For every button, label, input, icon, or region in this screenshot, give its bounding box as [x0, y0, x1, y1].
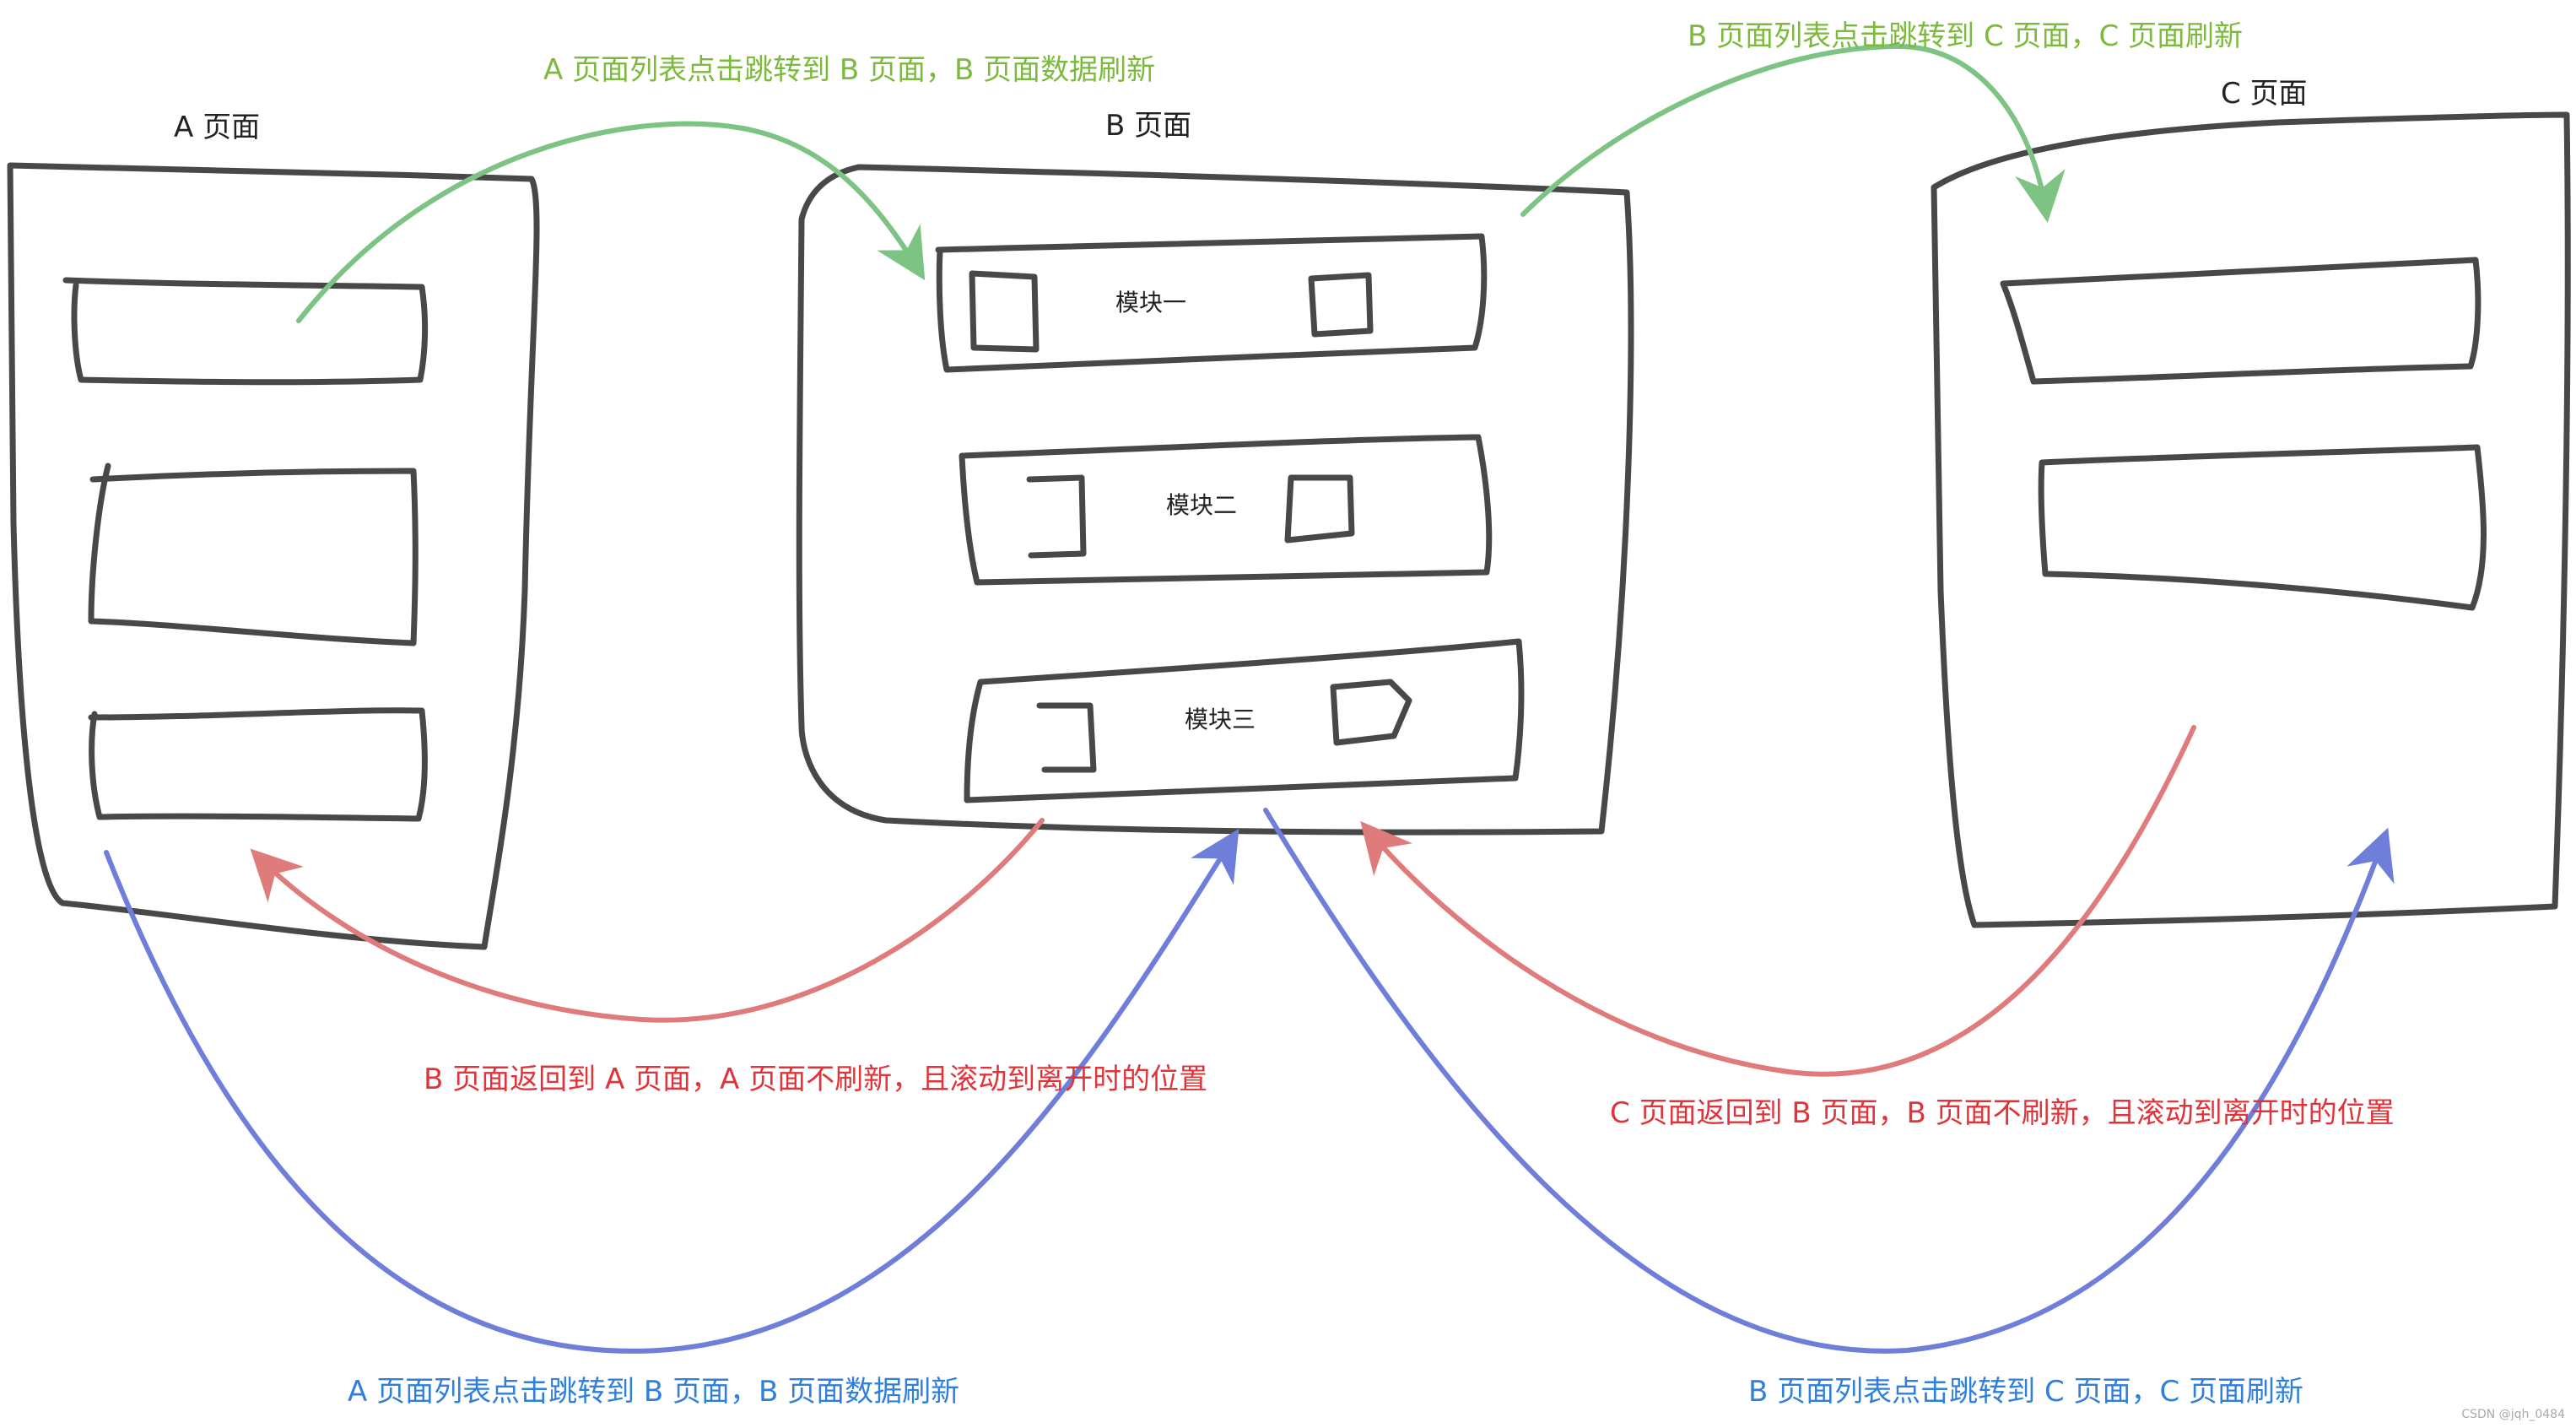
page-c — [1931, 111, 2571, 928]
arrows — [104, 43, 2395, 1354]
page-b-frame — [796, 164, 1634, 836]
labels: A 页面 B 页面 C 页面 模块一 模块二 模块三 A 页面列表点击跳转到 B… — [174, 19, 2565, 1421]
watermark: CSDN @jqh_0484 — [2461, 1408, 2565, 1421]
page-b-title: B 页面 — [1105, 109, 1191, 143]
annotation-b-back-a: B 页面返回到 A 页面，A 页面不刷新，且滚动到离开时的位置 — [424, 1063, 1207, 1096]
page-c-frame — [1931, 111, 2571, 928]
square-icon — [1308, 272, 1374, 338]
page-c-list-item-1 — [2000, 257, 2481, 385]
page-a-title: A 页面 — [174, 111, 260, 144]
green-arrow-a-to-b — [296, 121, 926, 323]
square-icon — [1330, 679, 1412, 746]
page-a-frame — [7, 162, 540, 950]
annotation-a-to-b-bottom: A 页面列表点击跳转到 B 页面，B 页面数据刷新 — [348, 1375, 959, 1409]
page-a-list-item-1 — [62, 277, 429, 386]
square-icon — [1036, 702, 1097, 773]
page-a-list-item-2 — [88, 462, 419, 646]
square-icon — [1284, 474, 1355, 544]
annotation-b-to-c-top: B 页面列表点击跳转到 C 页面，C 页面刷新 — [1688, 19, 2243, 53]
module-3-label: 模块三 — [1185, 706, 1256, 733]
page-b-module-2 — [959, 434, 1493, 586]
green-arrow-b-to-c — [1520, 43, 2066, 223]
annotation-a-to-b-top: A 页面列表点击跳转到 B 页面，B 页面数据刷新 — [543, 53, 1155, 87]
red-arrow-c-to-b — [1360, 725, 2196, 1077]
module-2-label: 模块二 — [1166, 491, 1237, 519]
blue-arrow-b-to-c — [1263, 808, 2395, 1354]
annotation-c-back-b: C 页面返回到 B 页面，B 页面不刷新，且滚动到离开时的位置 — [1610, 1096, 2395, 1130]
page-c-list-item-2 — [2038, 444, 2487, 611]
page-b — [796, 164, 1634, 836]
module-1-label: 模块一 — [1115, 289, 1186, 316]
page-b-module-3 — [964, 638, 1525, 803]
square-icon — [969, 270, 1040, 353]
page-a — [7, 162, 540, 950]
annotation-b-to-c-bottom: B 页面列表点击跳转到 C 页面，C 页面刷新 — [1748, 1375, 2303, 1409]
page-c-title: C 页面 — [2221, 77, 2308, 111]
page-b-module-1 — [935, 233, 1488, 373]
red-arrow-b-to-a — [250, 818, 1045, 1023]
square-icon — [1026, 474, 1087, 559]
page-a-list-item-3 — [88, 707, 428, 822]
blue-arrow-a-to-b — [104, 828, 1239, 1354]
